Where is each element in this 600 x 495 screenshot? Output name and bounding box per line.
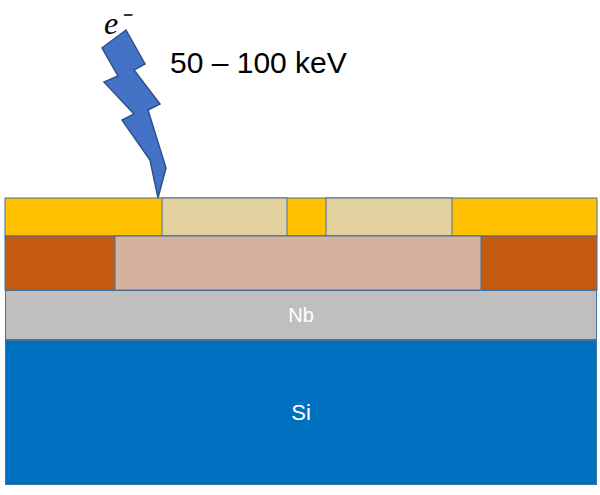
underlayer-region <box>115 236 481 290</box>
exposed-region <box>326 198 452 236</box>
energy-range: 50 – 100 keV <box>170 46 347 80</box>
layer-name: Si <box>291 400 311 426</box>
electron-beam-bolt <box>102 30 166 198</box>
niobium-layer: Nb <box>5 290 597 340</box>
resist-layer <box>5 198 597 236</box>
underlayer <box>5 236 597 290</box>
electron-symbol: e⁻ <box>104 0 129 43</box>
layer-name: Nb <box>288 304 314 327</box>
exposed-region <box>162 198 287 236</box>
silicon-substrate: Si <box>5 340 597 485</box>
